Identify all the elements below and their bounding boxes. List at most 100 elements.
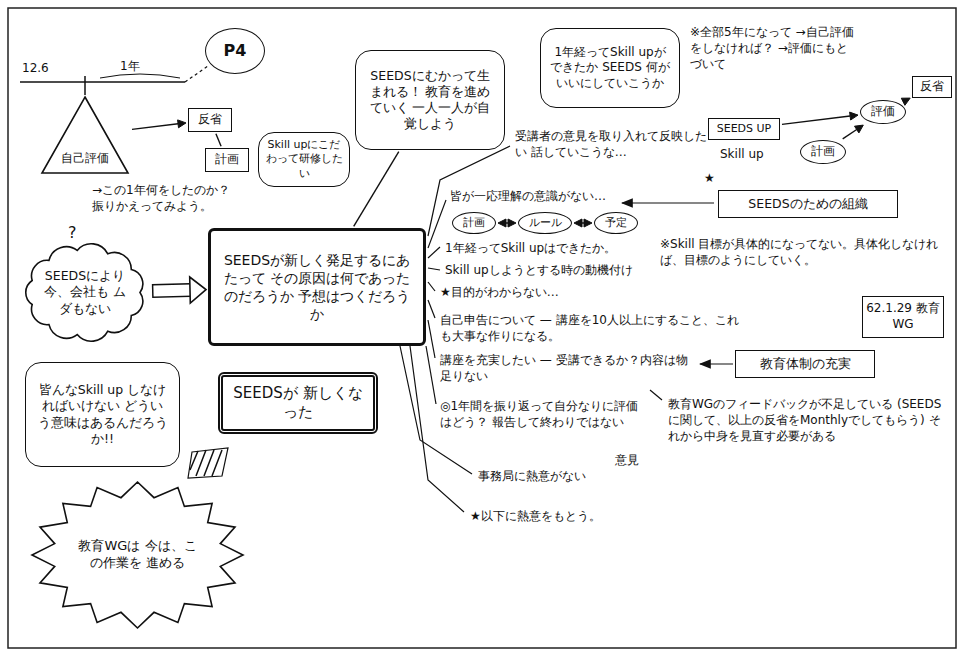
- page-frame: [8, 8, 956, 648]
- arrow-head: [190, 277, 206, 303]
- note-text: ★目的がわからない…: [440, 284, 559, 300]
- cloud-node: SEEDSにより 今、会社も ムダもない: [20, 240, 150, 345]
- dashed-leader: [185, 66, 208, 82]
- node-text: 教育体制の充実: [742, 356, 868, 372]
- double-box: SEEDSが 新しくなった: [218, 372, 378, 434]
- note-text: Skill up: [720, 146, 764, 162]
- text-box: 教育体制の充実: [735, 350, 875, 378]
- connector: [843, 125, 864, 139]
- connector-line: [782, 116, 850, 124]
- arrow-head: [850, 112, 858, 120]
- connector: [574, 219, 592, 227]
- node-text-wrap: SEEDSのための組織: [719, 193, 897, 215]
- node-text-wrap: P4: [206, 39, 264, 64]
- note-text: 受講者の意見を取り入れて反映したい 話していこうな…: [515, 128, 715, 160]
- node-text-wrap: 教育WGは 今は、この作業を 進める: [30, 508, 245, 602]
- arrow-head: [574, 219, 582, 227]
- node-text-wrap: 皆んなSkill up しなければいけない どういう意味はあるんだろうか!!: [26, 374, 179, 455]
- node-text-wrap: 計画: [801, 143, 845, 161]
- connector: [498, 219, 516, 227]
- oval-node: 評価: [860, 100, 906, 124]
- note-text: ※全部5年になって →自己評価をしなければ？ →評価にもとづいて: [690, 24, 855, 73]
- triangle-outline: [42, 97, 128, 173]
- node-text-wrap: 62.1.29 教育WG: [863, 298, 943, 335]
- node-text-wrap: 自己評価: [40, 151, 130, 175]
- node-text-wrap: SEEDSが 新しくなった: [223, 378, 373, 429]
- central-box: SEEDSが新しく発足するにあたって その原因は何であったのだろうか 予想はつく…: [208, 228, 426, 346]
- oval-node: ルール: [518, 212, 572, 234]
- oval-node: 計画: [800, 140, 846, 164]
- burst-outline: [32, 482, 243, 628]
- node-text-wrap: 反省: [913, 78, 951, 96]
- node-text: SEEDS UP: [711, 122, 777, 136]
- node-text-wrap: 評価: [861, 103, 905, 121]
- rounded-box: Skill upにこだわって研修したい: [258, 132, 350, 187]
- node-text: 自己評価: [44, 151, 126, 167]
- arrow-head: [901, 98, 910, 105]
- arrow-head: [855, 125, 864, 133]
- cloud-outline: [26, 244, 143, 341]
- branch-line: [650, 390, 662, 400]
- timeline-tick: [84, 76, 86, 95]
- connector: [901, 98, 910, 105]
- node-text: 評価: [862, 104, 904, 120]
- note-text: 講座を充実したい — 受講できるか？内容は物足りない: [440, 352, 690, 384]
- node-text-wrap: 1年経ってSkill upができたか SEEDS 何がいいにしていこうか: [541, 39, 679, 98]
- node-text: SEEDSが 新しくなった: [229, 384, 367, 423]
- arrow-head: [498, 219, 506, 227]
- pointer-arrow: [700, 363, 733, 364]
- connector-line: [216, 134, 221, 146]
- branch-line: [428, 282, 435, 291]
- note-text: 12.6: [22, 60, 49, 76]
- hatched-patch: [188, 448, 228, 478]
- node-text-wrap: 教育体制の充実: [736, 353, 874, 375]
- connector-line: [354, 152, 399, 227]
- note-text: →この1年何をしたのか？ 振りかえってみよう。: [92, 182, 242, 214]
- text-box: SEEDSのための組織: [718, 190, 898, 218]
- node-text: P4: [208, 41, 262, 62]
- triangle-node: 自己評価: [40, 95, 130, 175]
- text-box: 反省: [188, 108, 232, 132]
- node-text: 反省: [191, 112, 229, 128]
- arrow-head: [584, 219, 592, 227]
- timeline: [20, 81, 185, 83]
- node-text-wrap: SEEDS UP: [709, 121, 779, 137]
- rounded-box: 皆んなSkill up しなければいけない どういう意味はあるんだろうか!!: [25, 362, 180, 467]
- text-box: 62.1.29 教育WG: [862, 296, 944, 338]
- note-text: 意見: [615, 452, 639, 468]
- note-text: Skill upしようとする時の動機付け: [445, 262, 633, 278]
- node-text-wrap: 予定: [595, 215, 637, 231]
- note-text: 皆が一応理解の意識がない…: [450, 188, 606, 204]
- node-text: SEEDSにむかって生まれる！ 教育を進めていく 一人一人が自覚しよう: [366, 68, 494, 133]
- node-text-wrap: 計画: [453, 215, 495, 231]
- year-bracket: [100, 74, 180, 78]
- text-box: SEEDS UP: [708, 118, 780, 140]
- node-text: 計画: [208, 152, 246, 168]
- branch-line: [428, 200, 446, 248]
- note-text: 1年経ってSkill upはできたか。: [445, 240, 616, 256]
- node-text: 1年経ってSkill upができたか SEEDS 何がいいにしていこうか: [549, 45, 671, 92]
- note-text: 事務局に熱意がない: [478, 468, 586, 484]
- node-text: Skill upにこだわって研修したい: [265, 138, 343, 181]
- pointer-arrow: [622, 202, 714, 203]
- arrow-head: [178, 120, 186, 128]
- note-text: 1年: [120, 58, 140, 74]
- node-text-wrap: SEEDSにむかって生まれる！ 教育を進めていく 一人一人が自覚しよう: [356, 60, 504, 141]
- text-box: 計画: [205, 148, 249, 172]
- node-text: 62.1.29 教育WG: [866, 301, 940, 332]
- node-text: 計画: [454, 216, 494, 230]
- block-arrow: [152, 277, 206, 303]
- node-text-wrap: SEEDSが新しく発足するにあたって その原因は何であったのだろうか 予想はつく…: [211, 243, 423, 332]
- branch-line: [428, 247, 440, 258]
- rounded-box: SEEDSにむかって生まれる！ 教育を進めていく 一人一人が自覚しよう: [355, 50, 505, 150]
- node-text-wrap: SEEDSにより 今、会社も ムダもない: [20, 246, 150, 339]
- note-text: ?: [68, 222, 77, 244]
- connector: [354, 152, 399, 227]
- branch-line: [428, 300, 435, 318]
- node-text-wrap: 計画: [206, 150, 248, 170]
- branch-line: [428, 320, 435, 358]
- node-text: 反省: [914, 79, 950, 95]
- connector: [782, 112, 858, 124]
- node-text-wrap: 反省: [189, 110, 231, 130]
